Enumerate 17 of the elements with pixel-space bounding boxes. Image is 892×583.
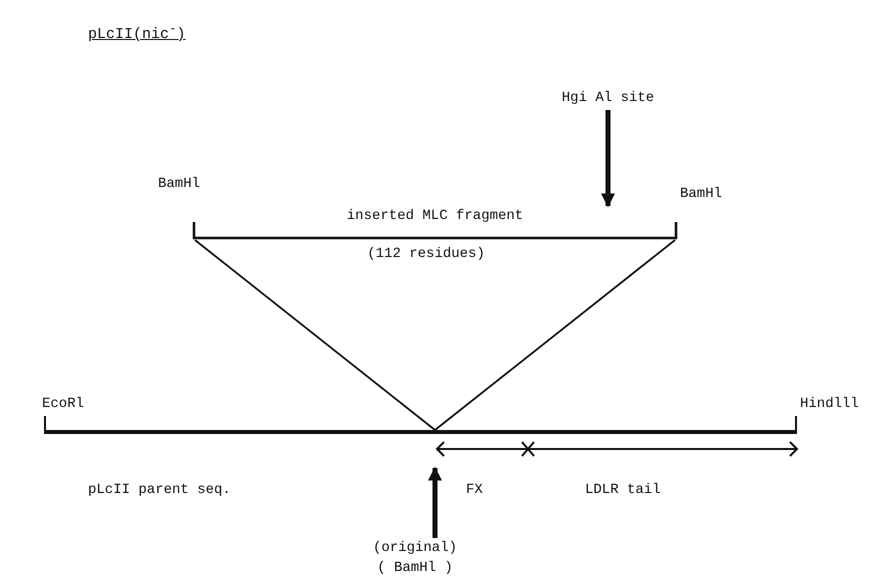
site-label: (original) ( BamHl ): [372, 539, 458, 578]
segment-label: LDLR tail: [585, 482, 661, 498]
site-label: BamHl: [158, 176, 200, 192]
segment-label: FX: [466, 482, 483, 498]
diagram-title: pLcII(nic$^{-}$): [88, 22, 186, 43]
arrow: [428, 466, 442, 538]
connector-line: [434, 239, 676, 431]
site-label: EcoRl: [42, 396, 84, 412]
site-label: Hgi Al site: [560, 89, 656, 108]
fragment-label: inserted MLC fragment: [346, 207, 524, 226]
sequence-bar: [44, 430, 797, 434]
arrow: [601, 110, 615, 208]
site-label: BamHl: [680, 186, 722, 202]
node-label: (112 residues): [367, 246, 485, 262]
sequence-label: pLcII parent seq.: [88, 482, 231, 498]
connector-line: [194, 239, 436, 431]
site-label: Hindlll: [800, 396, 859, 412]
